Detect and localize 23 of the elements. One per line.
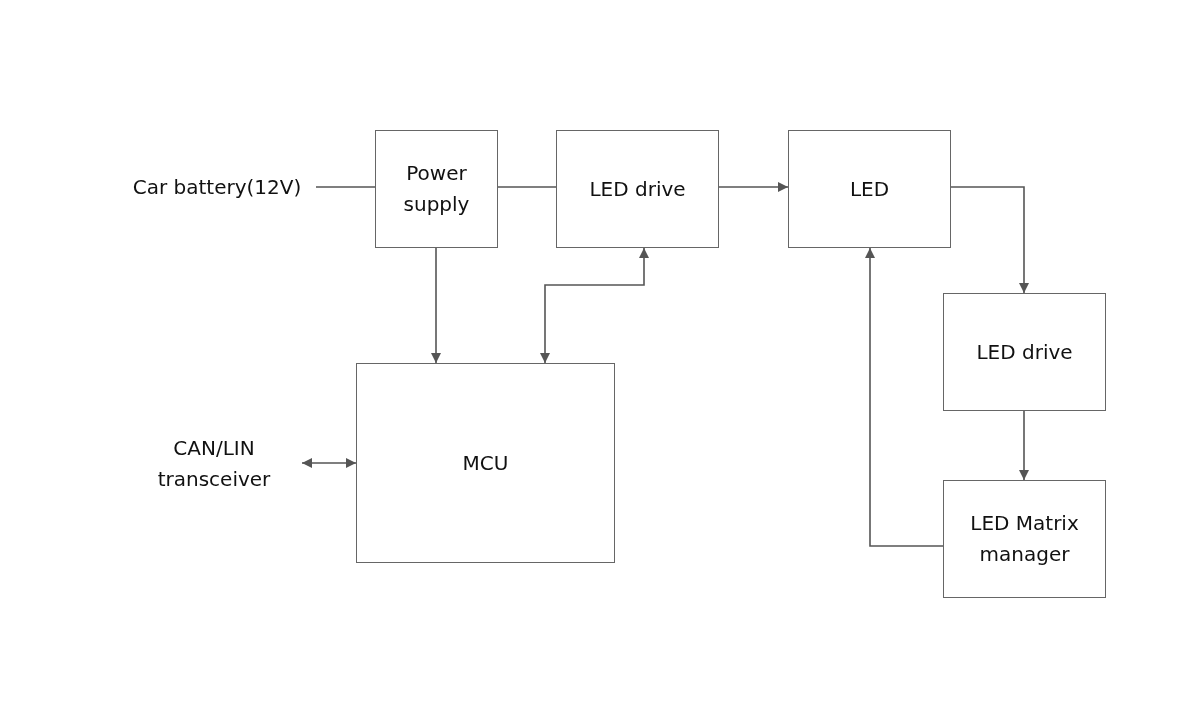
process-box — [788, 130, 951, 248]
process-box — [943, 480, 1106, 598]
arrow — [301, 458, 357, 468]
node-label: Car battery(12V) — [132, 173, 302, 201]
box-label: LED Matrix manager — [969, 510, 1080, 568]
connector-line — [315, 186, 376, 188]
box-label: LED — [849, 175, 890, 203]
node-label: CAN/LIN transceiver — [156, 435, 272, 493]
box-label: LED drive — [976, 338, 1073, 366]
arrow — [431, 247, 441, 364]
arrow — [950, 186, 1029, 294]
arrow — [1019, 410, 1029, 481]
process-box — [556, 130, 719, 248]
process-box — [356, 363, 615, 563]
box-label: Power supply — [402, 160, 471, 218]
arrow — [540, 247, 649, 364]
process-box — [375, 130, 498, 248]
arrow — [865, 247, 944, 547]
box-label: MCU — [462, 449, 509, 477]
connector-line — [497, 186, 557, 188]
arrow — [718, 182, 789, 192]
box-label: LED drive — [589, 175, 686, 203]
process-box — [943, 293, 1106, 411]
